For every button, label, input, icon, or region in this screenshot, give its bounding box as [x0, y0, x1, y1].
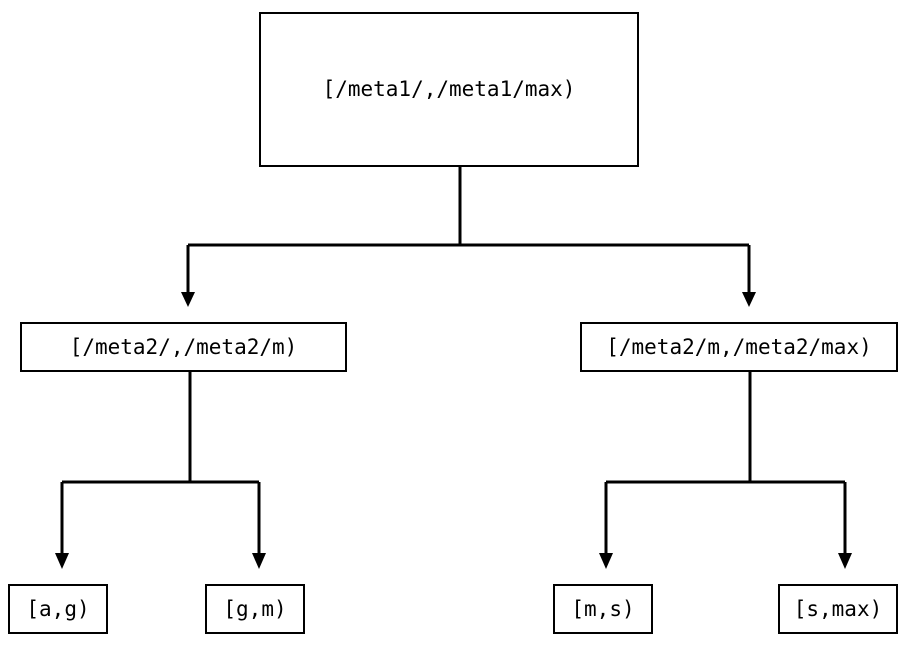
tree-node-mid-right: [/meta2/m,/meta2/max) [580, 322, 898, 372]
tree-node-leaf-1-label: [a,g) [26, 596, 90, 621]
edge-mid-left-to-leaves-group [55, 372, 266, 569]
tree-node-root-label: [/meta1/,/meta1/max) [322, 77, 576, 101]
tree-node-leaf-4: [s,max) [778, 584, 898, 634]
arrowhead-mid-right-to-leaf4 [838, 553, 852, 569]
arrowhead-root-to-mid-left [181, 292, 195, 307]
tree-node-leaf-2-label: [g,m) [223, 596, 287, 621]
edge-root-to-mid-group [181, 167, 756, 307]
tree-node-leaf-1: [a,g) [8, 584, 108, 634]
arrowhead-root-to-mid-right [742, 292, 756, 307]
tree-node-mid-right-label: [/meta2/m,/meta2/max) [606, 334, 872, 359]
arrowhead-mid-left-to-leaf1 [55, 553, 69, 569]
tree-node-leaf-2: [g,m) [205, 584, 305, 634]
arrowhead-mid-right-to-leaf3 [599, 553, 613, 569]
tree-node-root: [/meta1/,/meta1/max) [259, 12, 639, 167]
tree-node-mid-left-label: [/meta2/,/meta2/m) [69, 334, 298, 359]
tree-node-leaf-3-label: [m,s) [571, 596, 635, 621]
tree-node-leaf-4-label: [s,max) [793, 596, 883, 621]
tree-node-leaf-3: [m,s) [553, 584, 653, 634]
tree-node-mid-left: [/meta2/,/meta2/m) [20, 322, 347, 372]
arrowhead-mid-left-to-leaf2 [252, 553, 266, 569]
edge-mid-right-to-leaves-group [599, 372, 852, 569]
